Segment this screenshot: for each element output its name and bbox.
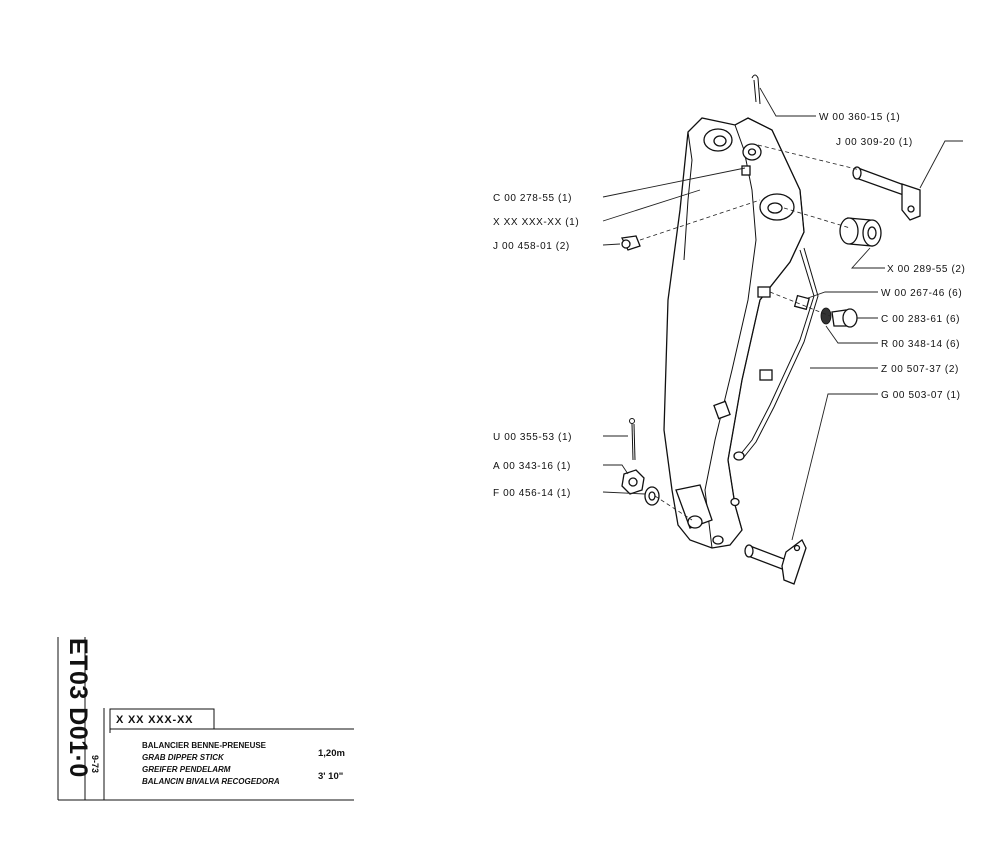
length-metric: 1,20m: [318, 748, 345, 759]
pin-j-00-309-20: [852, 166, 921, 221]
axis-line-clamp: [769, 291, 831, 317]
leader-lines: [602, 87, 963, 541]
callout-f-00-456-14: F 00 456-14 (1): [493, 488, 571, 499]
dipper-stick-arm: [663, 117, 805, 549]
callout-r-00-348-14: R 00 348-14 (6): [881, 339, 960, 350]
part-code: X XX XXX-XX: [116, 714, 193, 726]
callout-g-00-503-07: G 00 503-07 (1): [881, 390, 961, 401]
washer-f-00-456-14: [644, 486, 660, 506]
title-block: ET03 D01·0 9-73 X XX XXX-XX BALANCIER BE…: [57, 637, 354, 801]
nut-a-00-343-16: [621, 469, 645, 495]
callout-w-00-267-46: W 00 267-46 (6): [881, 288, 962, 299]
callout-z-00-507-37: Z 00 507-37 (2): [881, 364, 959, 375]
callout-x-00-289-55: X 00 289-55 (2): [887, 264, 966, 275]
axis-line-top-pin: [757, 144, 861, 171]
name-de: GREIFER PENDELARM: [142, 765, 231, 774]
callout-x-xx-xxx-xx: X XX XXX-XX (1): [493, 217, 579, 228]
name-es: BALANCIN BIVALVA RECOGEDORA: [142, 777, 280, 786]
name-fr: BALANCIER BENNE-PRENEUSE: [142, 741, 267, 750]
callout-c-00-283-61: C 00 283-61 (6): [881, 314, 960, 325]
bushing-x-00-289-55: [839, 217, 882, 247]
screw-c-00-283-61: [831, 308, 858, 328]
axis-line-bushing: [783, 207, 851, 229]
callout-c-00-278-55: C 00 278-55 (1): [493, 193, 572, 204]
cotter-pin-u-00-355-53: [629, 418, 636, 461]
axis-line-nipple: [639, 199, 761, 241]
pin-g-00-503-07: [744, 539, 807, 585]
callout-j-00-309-20: J 00 309-20 (1): [836, 137, 913, 148]
callout-j-00-458-01: J 00 458-01 (2): [493, 241, 570, 252]
callout-u-00-355-53: U 00 355-53 (1): [493, 432, 572, 443]
grease-nipple-j-00-458-01: [621, 235, 641, 251]
drawing-date: 9-73: [90, 755, 100, 773]
split-pin-top: [751, 74, 761, 105]
callout-w-00-360-15: W 00 360-15 (1): [819, 112, 900, 123]
drawing-number: ET03 D01·0: [64, 638, 92, 778]
washer-r-00-348-14: [820, 307, 832, 325]
axis-line-bottom: [654, 495, 693, 521]
grease-pipe: [733, 247, 819, 461]
length-imperial: 3' 10": [318, 771, 343, 782]
name-en: GRAB DIPPER STICK: [142, 753, 225, 762]
callout-a-00-343-16: A 00 343-16 (1): [493, 461, 571, 472]
